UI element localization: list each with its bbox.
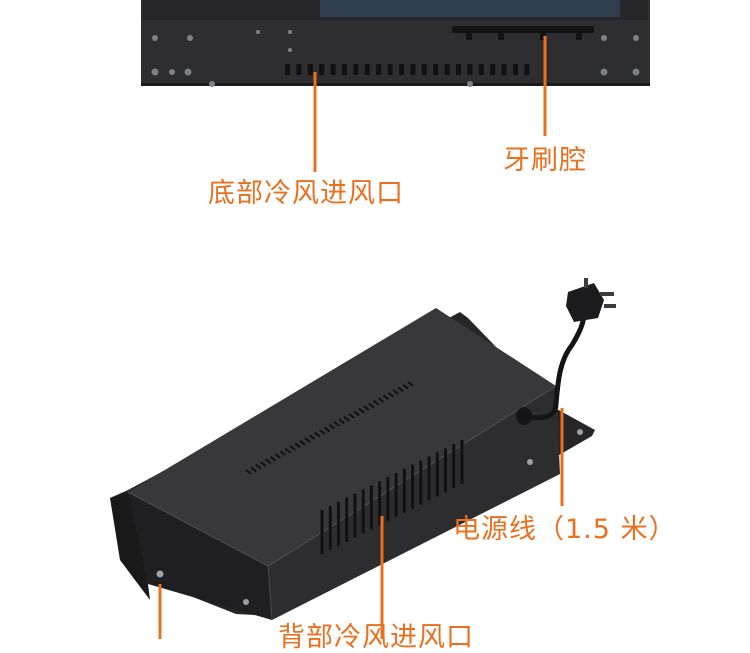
brush-cavity-slots — [452, 26, 594, 40]
vent-slot — [467, 64, 473, 75]
vent-slot — [358, 407, 365, 414]
product-drawing — [110, 0, 650, 639]
top-face-vent-strip — [245, 381, 414, 475]
vent-slot — [456, 64, 461, 75]
vent-slot — [382, 394, 390, 401]
vent-slot — [343, 415, 350, 422]
device-top-face — [128, 308, 556, 566]
vent-slot — [250, 466, 257, 473]
label-power-cord: 电源线（1.5 米） — [453, 514, 677, 545]
vent-slot — [392, 389, 399, 395]
vent-slot — [255, 463, 262, 470]
vent-slot — [342, 64, 347, 75]
vent-slot — [269, 455, 277, 462]
top-device — [141, 0, 650, 87]
vent-slot — [296, 64, 302, 75]
vent-slot — [294, 442, 301, 449]
vent-slot — [377, 397, 385, 403]
power-cord — [521, 311, 587, 421]
lower-device — [110, 278, 616, 621]
vent-slot — [478, 64, 484, 75]
product-illustration — [110, 0, 650, 639]
label-back-vent: 背部冷风进风口 — [278, 622, 474, 653]
vent-slot — [407, 381, 414, 387]
power-plug-icon — [566, 278, 616, 322]
vent-slot — [490, 64, 496, 75]
label-bottom-vent: 底部冷风进风口 — [208, 178, 404, 209]
vent-slot — [348, 413, 355, 419]
bracket-hole — [577, 429, 583, 435]
vent-slot — [319, 429, 326, 435]
vent-slot — [285, 64, 290, 75]
vent-slot — [513, 64, 518, 75]
vent-slot — [333, 421, 340, 427]
vent-slot — [501, 64, 507, 75]
vent-slot — [304, 437, 311, 443]
vent-slot — [299, 439, 306, 446]
bracket-flange — [110, 492, 150, 600]
vent-slot — [376, 64, 382, 75]
vent-slot — [444, 64, 450, 75]
vent-slot — [433, 64, 439, 75]
label-brush-cavity: 牙刷腔 — [503, 145, 587, 176]
vent-slot — [421, 64, 427, 75]
back-vent-slots — [320, 440, 464, 554]
vent-slot — [274, 453, 282, 459]
vent-slot — [284, 447, 291, 454]
vent-slot — [397, 386, 404, 393]
vent-slot — [289, 445, 296, 451]
bracket-hole — [243, 599, 249, 605]
vent-slot — [319, 64, 325, 75]
bottom-vent-slots — [285, 64, 530, 75]
vent-slot — [279, 450, 286, 457]
bracket-hole — [156, 570, 164, 578]
vent-slot — [330, 64, 336, 75]
vent-slot — [399, 64, 404, 75]
bracket-hole — [527, 459, 533, 465]
vent-slot — [260, 461, 267, 467]
vent-slot — [328, 423, 336, 430]
vent-slot — [368, 402, 375, 409]
vent-slot — [524, 64, 530, 75]
vent-slot — [353, 64, 359, 75]
vent-slot — [245, 469, 252, 475]
mounting-holes — [151, 30, 640, 87]
vent-slot — [307, 64, 313, 75]
vent-slot — [363, 405, 370, 411]
vent-slot — [387, 64, 393, 75]
vent-slot — [373, 399, 380, 406]
vent-slot — [309, 434, 316, 441]
device-end-face — [128, 492, 272, 620]
vent-slot — [323, 426, 331, 433]
vent-slot — [364, 64, 370, 75]
vent-slot — [387, 391, 394, 398]
vent-slot — [353, 410, 360, 417]
vent-slot — [410, 64, 416, 75]
vent-slot — [402, 383, 409, 390]
vent-slot — [265, 458, 272, 465]
vent-slot — [338, 418, 345, 425]
vent-slot — [314, 431, 321, 438]
